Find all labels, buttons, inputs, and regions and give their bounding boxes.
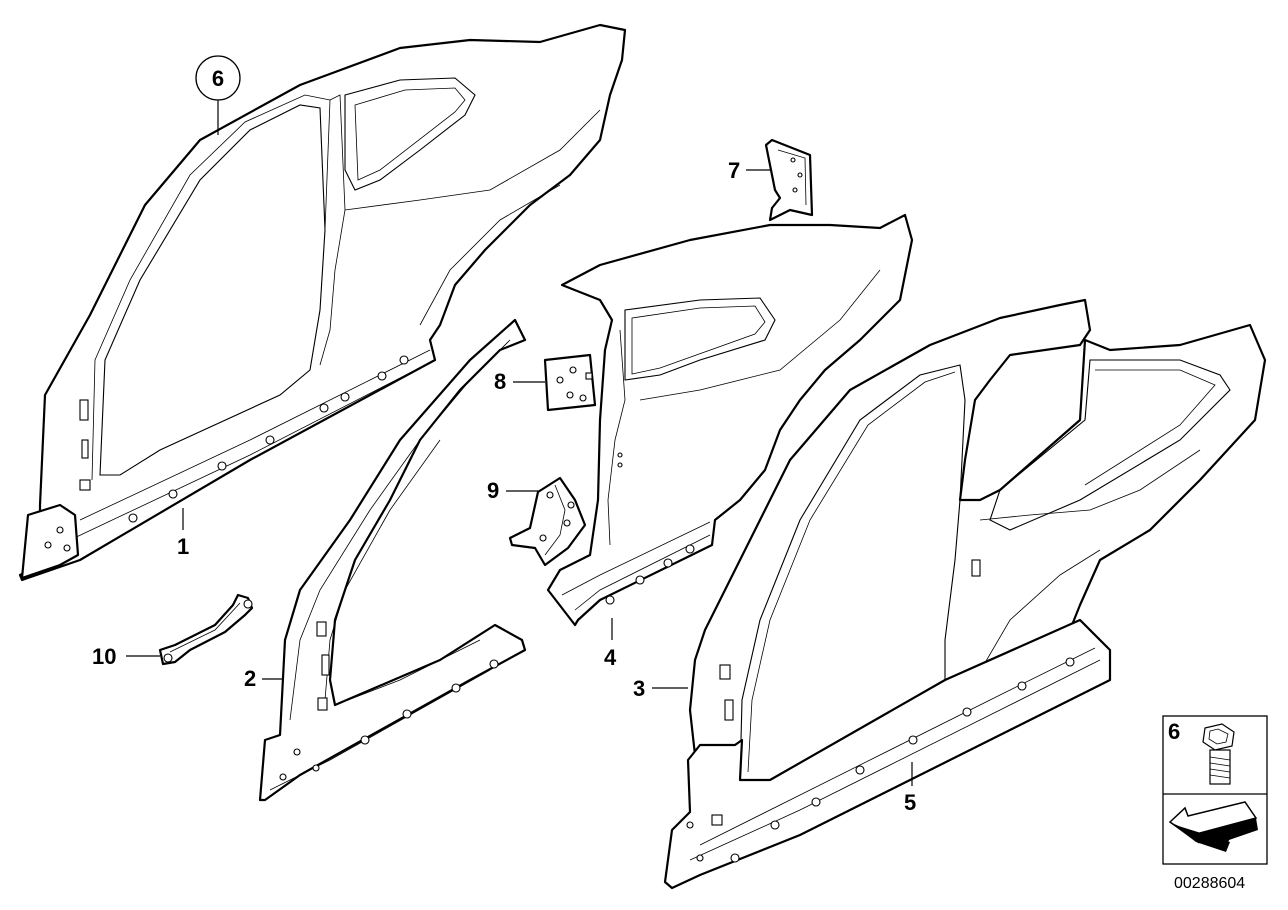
legend-box: 6 <box>1162 715 1268 865</box>
callout-9-label: 9 <box>487 478 499 503</box>
callout-3: 3 <box>633 676 688 701</box>
part-10-strap-bracket <box>158 593 254 666</box>
part-5-outer-side-frame-lower <box>663 618 1112 890</box>
legend-callout-6-label: 6 <box>1168 719 1180 744</box>
part-4-rear-quarter-panel <box>546 213 914 627</box>
part-8-reinforcement-plate <box>543 353 597 412</box>
part-7-curved-bracket <box>764 138 814 222</box>
bolt-icon <box>1202 723 1235 785</box>
callout-5-label: 5 <box>904 790 916 815</box>
callout-2-label: 2 <box>244 666 256 691</box>
callout-7: 7 <box>728 158 772 183</box>
callout-2: 2 <box>244 666 282 691</box>
diagram-id: 00288604 <box>1174 875 1245 892</box>
callout-5: 5 <box>904 762 916 815</box>
callout-8: 8 <box>494 369 545 394</box>
part-1-side-frame-complete <box>18 23 627 582</box>
part-9-bent-bracket <box>508 476 587 567</box>
part-2-inner-side-frame <box>258 318 527 802</box>
callout-8-label: 8 <box>494 369 506 394</box>
callout-9: 9 <box>487 478 540 503</box>
callout-1-label: 1 <box>177 534 189 559</box>
callout-4-label: 4 <box>604 645 617 670</box>
callout-10-label: 10 <box>92 644 116 669</box>
arrow-icon <box>1168 801 1258 852</box>
callout-4: 4 <box>604 618 617 670</box>
callout-6-top: 6 <box>195 55 241 135</box>
callout-10: 10 <box>92 644 160 669</box>
callout-7-label: 7 <box>728 158 740 183</box>
callout-6-top-label: 6 <box>212 66 224 91</box>
callout-1: 1 <box>177 508 189 559</box>
callout-3-label: 3 <box>633 676 645 701</box>
